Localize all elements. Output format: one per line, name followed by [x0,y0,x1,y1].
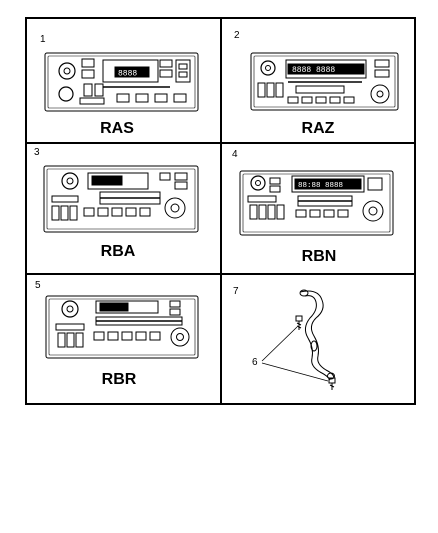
radio-rbr-illustration [45,295,199,359]
cell-number-3: 3 [34,147,40,158]
display-ras: 8888 [118,70,137,79]
cell-number-2: 2 [234,30,240,41]
cell-mounting-bracket: 7 6 [233,286,336,390]
cell-number-1: 1 [40,34,46,45]
cell-number-4: 4 [232,149,238,160]
cell-rba: 3 RBA [34,147,199,260]
grid-frame [25,17,416,405]
cell-number-5: 5 [35,280,41,291]
cell-number-7: 7 [233,286,239,297]
display-rbn: 88:88 8888 [298,182,343,190]
screw-icon [328,377,336,390]
screw-icon [295,315,303,330]
cell-label-ras: RAS [100,120,134,137]
radio-rbn-illustration: 88:88 8888 [239,170,394,236]
radio-raz-illustration: 8888 8888 [250,52,399,111]
cell-raz: 2 8888 8888 RAZ [234,30,399,137]
cell-label-rbn: RBN [302,248,337,265]
cell-label-rbr: RBR [102,371,137,388]
callout-leader-lines [261,326,329,382]
radio-rba-illustration [43,165,199,233]
cell-rbn: 4 88:88 8888 RBN [232,149,394,265]
mounting-bracket-illustration [299,289,335,381]
cell-label-raz: RAZ [302,120,335,137]
display-raz: 8888 8888 [292,66,335,75]
radio-ras-illustration: 8888 [44,52,199,112]
cell-label-rba: RBA [101,243,136,260]
cell-rbr: 5 RBR [35,280,199,388]
cell-ras: 1 8888 RAS [40,34,199,137]
callout-screws: 6 [252,357,258,368]
